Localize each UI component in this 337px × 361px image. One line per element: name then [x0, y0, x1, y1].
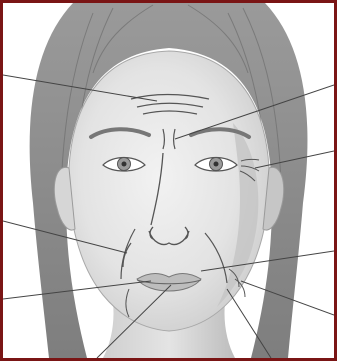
face-illustration — [3, 3, 334, 358]
